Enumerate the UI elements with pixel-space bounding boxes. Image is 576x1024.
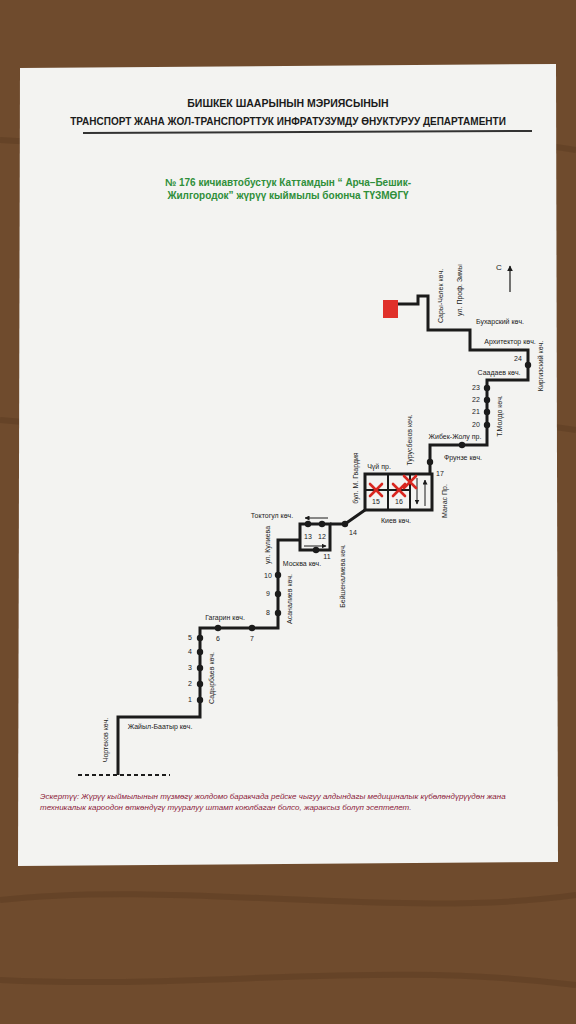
route-loop	[300, 524, 330, 550]
closed-cross	[370, 484, 382, 496]
stop-number: 22	[472, 396, 480, 404]
stop-number: 6	[216, 635, 220, 643]
street-label: Жайыл-Баатыр көч.	[128, 723, 193, 731]
stop-number: 10	[264, 572, 272, 580]
street-label: Токтогул көч.	[251, 512, 293, 520]
stop-dot	[275, 591, 281, 597]
stop-dot	[215, 625, 221, 631]
stop-number: 9	[266, 590, 270, 598]
stop-number: 16	[395, 498, 403, 506]
street-label: Сары-Челек көч.	[437, 269, 445, 323]
header-line: ТРАНСПОРТ ЖАНА ЖОЛ-ТРАНСПОРТТУК ИНФРАТУЗ…	[38, 116, 538, 127]
stop-dot	[427, 459, 433, 465]
stop-number: 8	[266, 609, 270, 617]
street-label: Бухарский көч.	[476, 318, 524, 326]
footnote: Эскертүү: Жүрүү кыймылынын түзмөгү жолдо…	[40, 792, 540, 814]
header-line: БИШКЕК ШААРЫНЫН МЭРИЯСЫНЫН	[48, 98, 528, 110]
street-label: Манас Пр.	[441, 484, 449, 518]
stop-number: 7	[250, 635, 254, 643]
stop-number: 3	[188, 664, 192, 672]
stop-dot	[484, 385, 490, 391]
stop-number: 4	[188, 648, 192, 656]
stop-number: 12	[318, 533, 326, 541]
stop-number: 11	[323, 553, 330, 561]
street-label: Саадаев көч.	[477, 369, 520, 377]
street-label: Садырбаев көч.	[208, 652, 216, 704]
street-label: Москва көч.	[283, 560, 321, 568]
direction-arrow	[305, 518, 328, 519]
stop-dot	[197, 649, 203, 655]
street-label: Бейшеналиева көч.	[339, 544, 347, 608]
street-label: Жибек-Жолу пр.	[429, 433, 482, 441]
street-label: Турусбеков көч.	[406, 414, 414, 465]
stop-dot	[484, 422, 490, 428]
stop-dot	[197, 697, 203, 703]
street-label: бул. М. Гвардия	[352, 452, 360, 503]
street-label: Архитектор көч.	[484, 338, 535, 346]
street-label: Т.Молдо көч.	[496, 395, 504, 437]
stop-dot	[319, 521, 325, 527]
stop-dot	[484, 397, 490, 403]
stop-number: 17	[436, 470, 444, 478]
stop-number: 24	[514, 355, 522, 363]
stop-number: 13	[304, 533, 312, 541]
route-line	[398, 296, 528, 474]
street-label: Фрунзе көч.	[444, 454, 482, 462]
route-line	[330, 510, 365, 524]
route-grid	[365, 474, 432, 510]
stop-dot	[342, 521, 348, 527]
stop-dot	[459, 442, 465, 448]
stop-number: 1	[188, 696, 192, 704]
stop-dot	[275, 572, 281, 578]
direction-arrow	[425, 480, 426, 506]
stop-dot	[484, 409, 490, 415]
street-label: ул. Проф. Зимы	[456, 264, 464, 316]
route-line	[118, 540, 300, 775]
street-label: Чортеков көч.	[102, 718, 110, 763]
direction-arrow	[417, 478, 418, 504]
stop-dot	[305, 521, 311, 527]
stop-number: 5	[188, 634, 192, 642]
north-arrow	[509, 266, 510, 292]
dashed-line	[78, 774, 170, 776]
stop-dot	[313, 547, 319, 553]
stop-dot	[197, 665, 203, 671]
street-label: Киргизский көч.	[537, 341, 545, 391]
street-label: Асаналиев көч.	[286, 574, 294, 624]
street-label: Чүй пр.	[367, 463, 391, 471]
closed-cross	[393, 484, 405, 496]
stop-number: 2	[188, 680, 192, 688]
direction-arrow	[304, 546, 326, 547]
north-label: С	[496, 264, 502, 273]
stop-dot	[197, 635, 203, 641]
route-title: № 176 кичиавтобустук Каттамдын “ Арча–Бе…	[148, 176, 428, 202]
closed-cross	[404, 476, 416, 488]
terminal-square	[383, 300, 398, 318]
stop-dot	[197, 681, 203, 687]
stop-number: 23	[472, 384, 480, 392]
street-label: ул. Кулиева	[264, 526, 272, 564]
paper-sheet	[18, 64, 558, 866]
header-rule	[83, 130, 532, 134]
stop-dot	[249, 625, 255, 631]
stop-number: 20	[472, 421, 480, 429]
stop-dot	[275, 610, 281, 616]
stop-number: 15	[372, 498, 380, 506]
street-label: Киев көч.	[381, 517, 411, 525]
stop-number: 14	[349, 529, 357, 537]
route-grid	[365, 474, 410, 510]
street-label: Гагарин көч.	[205, 614, 245, 622]
stop-number: 21	[472, 408, 480, 416]
stop-dot	[525, 362, 531, 368]
